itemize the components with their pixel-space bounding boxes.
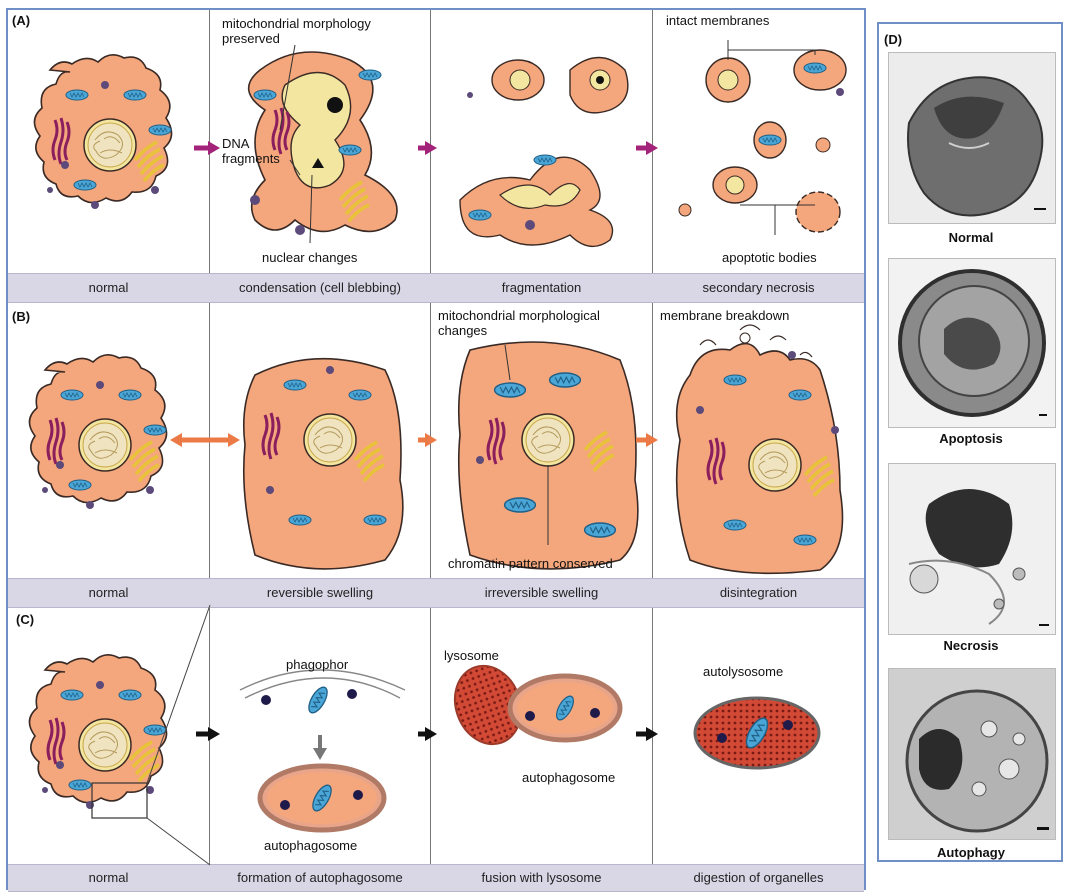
annotation-autophagosome-left: autophagosome	[264, 838, 357, 853]
label-normal: Normal	[888, 230, 1054, 245]
annotation-chromatin: chromatin pattern conserved	[448, 556, 613, 571]
annotation-phagophor: phagophor	[286, 657, 348, 672]
annotation-autolysosome: autolysosome	[703, 664, 783, 679]
micrograph-necrosis	[888, 463, 1056, 635]
micrograph-autophagy	[888, 668, 1056, 840]
panel-letter-d: (D)	[884, 32, 902, 47]
annotation-mito-changes: mitochondrial morphological changes	[438, 308, 600, 338]
micrograph-normal	[888, 52, 1056, 224]
micrograph-apoptosis	[888, 258, 1056, 428]
label-autophagy: Autophagy	[888, 845, 1054, 860]
annotation-apoptotic-bodies: apoptotic bodies	[722, 250, 817, 265]
annotation-autophagosome-right: autophagosome	[522, 770, 615, 785]
label-necrosis: Necrosis	[888, 638, 1054, 653]
annotation-membrane-breakdown: membrane breakdown	[660, 308, 789, 323]
cell-diagrams	[0, 0, 870, 893]
annotation-intact-membranes: intact membranes	[666, 13, 769, 28]
annotation-nuclear-changes: nuclear changes	[262, 250, 357, 265]
annotation-lysosome: lysosome	[444, 648, 499, 663]
annotation-dna-fragments: DNA fragments	[222, 136, 280, 166]
label-apoptosis: Apoptosis	[888, 431, 1054, 446]
annotation-mito-preserved: mitochondrial morphology preserved	[222, 16, 371, 46]
